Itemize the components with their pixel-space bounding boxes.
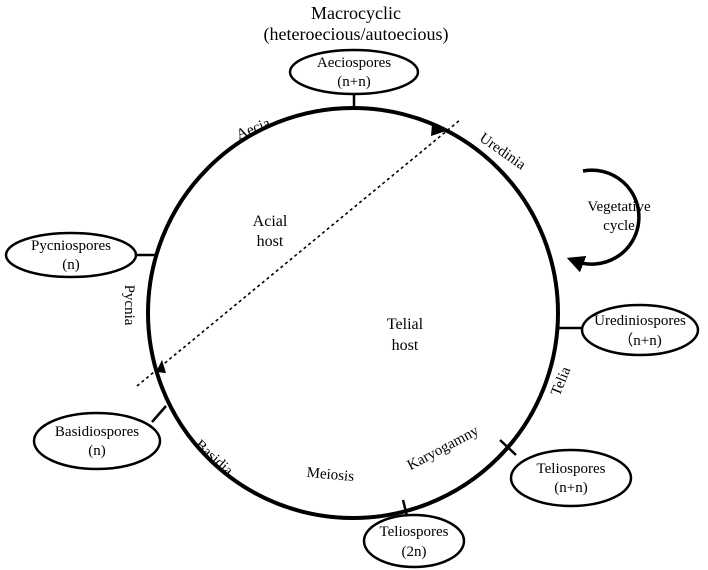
teliospores-nn-ellipse	[509, 448, 633, 508]
host-divider-line	[136, 119, 461, 387]
aeciospores-ploidy: (n+n)	[337, 74, 370, 90]
telial-host-line2: host	[392, 337, 419, 354]
stage-telia: Telia	[548, 364, 574, 398]
basidiospores-ellipse	[32, 411, 162, 471]
pycniospores-ellipse	[4, 231, 138, 279]
vegetative-cycle-loop	[566, 168, 641, 273]
basidiospores-ploidy: (n)	[88, 443, 106, 459]
teliospores-nn-ploidy: (n+n)	[554, 480, 587, 496]
circle-arrow-top	[431, 124, 446, 136]
connector-basidiospores	[151, 405, 167, 423]
basidiospores-label: Basidiospores	[55, 424, 139, 440]
teliospores-2n-ploidy: (2n)	[402, 544, 427, 560]
pycniospores-ploidy: (n)	[62, 257, 80, 273]
aeciospores-label: Aeciospores	[317, 55, 391, 71]
acial-host-line2: host	[257, 233, 284, 250]
teliospores-2n-ellipse	[362, 513, 466, 569]
teliospores-2n-label: Teliospores	[380, 524, 449, 540]
stage-aecia: Aecia	[234, 115, 273, 143]
title-line1: Macrocyclic	[311, 3, 401, 23]
stage-karyogamy: Karyogamny	[405, 423, 482, 474]
vegetative-cycle-line2: cycle	[603, 218, 635, 234]
title-line2: (heteroecious/autoecious)	[264, 24, 449, 45]
acial-host-line1: Acial	[253, 213, 288, 230]
stage-uredinia: Uredinia	[476, 130, 528, 173]
connector-teliospores-nn	[499, 439, 517, 456]
pycniospores-label: Pycniospores	[31, 238, 111, 254]
connector-teliospores-2n	[401, 499, 409, 517]
stage-basidia: Basidia	[192, 437, 236, 479]
urediniospores-ploidy: （n+n)	[618, 332, 661, 349]
aeciospores-ellipse	[288, 48, 420, 96]
urediniospores-label: Urediniospores	[594, 313, 686, 329]
urediniospores-ellipse	[580, 303, 700, 357]
vegetative-cycle-line1: Vegetative	[587, 199, 651, 215]
stage-pycnia: Pycnia	[121, 285, 137, 326]
stage-meiosis: Meiosis	[306, 465, 355, 485]
teliospores-nn-label: Teliospores	[537, 461, 606, 477]
telial-host-line1: Telial	[387, 316, 424, 333]
